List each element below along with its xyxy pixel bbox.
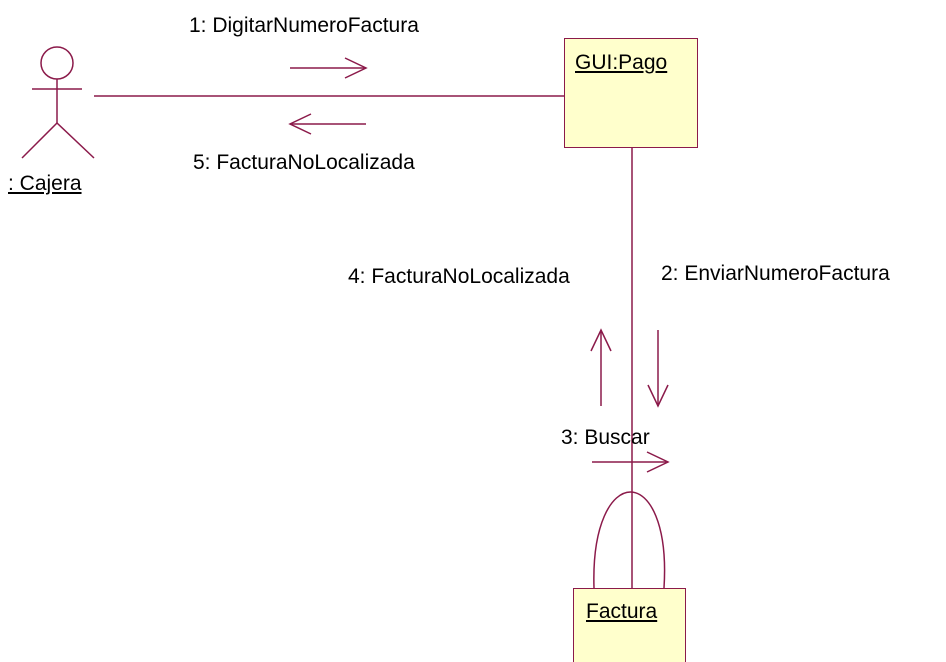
message-label-1: 1: DigitarNumeroFactura [189,14,419,37]
message-label-4: 4: FacturaNoLocalizada [348,265,570,288]
message-label-2: 2: EnviarNumeroFactura [661,262,890,285]
arrow-msg-1 [290,57,368,79]
arrow-msg-5 [288,113,366,135]
object-gui-pago[interactable]: GUI:Pago [564,38,698,148]
arrow-msg-2 [647,330,669,408]
message-label-3: 3: Buscar [561,426,650,449]
arrow-msg-3 [592,451,670,473]
message-label-5: 5: FacturaNoLocalizada [193,151,415,174]
actor-label: : Cajera [8,172,82,195]
actor-stick-figure-icon [21,46,95,159]
self-link-factura [593,491,666,589]
object-gui-pago-label: GUI:Pago [575,51,668,74]
object-factura[interactable]: Factura [573,588,686,662]
object-factura-label: Factura [586,600,658,623]
arrow-msg-4 [590,328,612,406]
